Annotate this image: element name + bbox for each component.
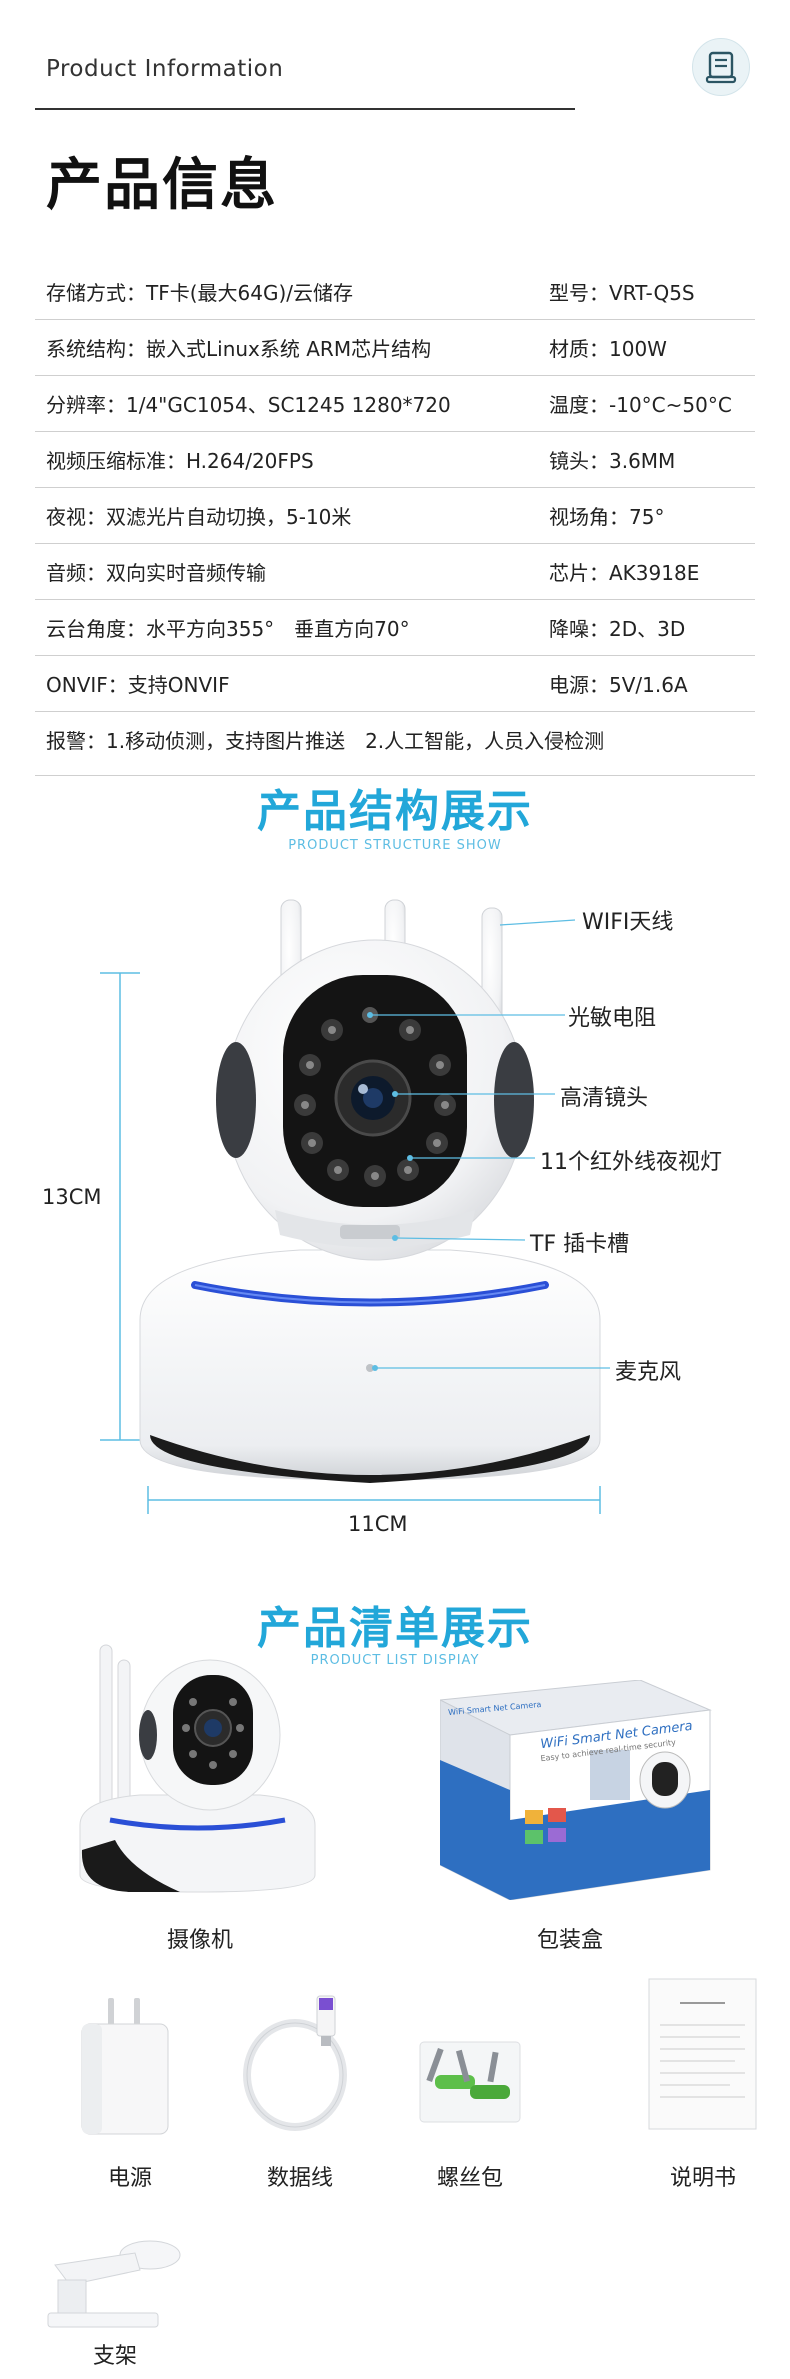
structure-section-title: 产品结构展示 xyxy=(257,786,533,837)
item-label-power: 电源 xyxy=(107,2166,152,2191)
spec-system: 系统结构：嵌入式Linux系统 ARM芯片结构 xyxy=(46,337,432,361)
spec-row: 分辨率：1/4"GC1054、SC1245 1280*720 温度：-10°C~… xyxy=(35,376,755,432)
spec-row: 云台角度：水平方向355° 垂直方向70° 降噪：2D、3D xyxy=(35,600,755,656)
spec-table-bottom-border xyxy=(35,775,755,776)
power-adapter-image xyxy=(70,1990,180,2140)
spec-row: 夜视：双滤光片自动切换，5-10米 视场角：75° xyxy=(35,488,755,544)
spec-table: 存储方式：TF卡(最大64G)/云储存 型号：VRT-Q5S 系统结构：嵌入式L… xyxy=(35,264,755,767)
mounting-bracket-image xyxy=(40,2225,190,2335)
spec-chip: 芯片：AK3918E xyxy=(549,561,700,585)
callout-antenna: WIFI天线 xyxy=(582,910,674,935)
spec-row: 音频：双向实时音频传输 芯片：AK3918E xyxy=(35,544,755,600)
height-dimension-line xyxy=(100,972,140,1441)
header-divider xyxy=(35,108,575,110)
item-label-manual: 说明书 xyxy=(669,2166,736,2191)
spec-row: 报警：1.移动侦测，支持图片推送 2.人工智能，人员入侵检测 xyxy=(35,712,755,767)
spec-row: 系统结构：嵌入式Linux系统 ARM芯片结构 材质：100W xyxy=(35,320,755,376)
spec-temperature: 温度：-10°C~50°C xyxy=(549,393,732,417)
screw-pack-image xyxy=(410,2030,530,2140)
list-section-subtitle: PRODUCT LIST DISPIAY xyxy=(310,1653,480,1668)
spec-fov: 视场角：75° xyxy=(549,505,665,529)
spec-onvif: ONVIF：支持ONVIF xyxy=(46,673,230,697)
spec-row: 存储方式：TF卡(最大64G)/云储存 型号：VRT-Q5S xyxy=(35,264,755,320)
ir-led-ring xyxy=(294,1019,456,1187)
item-label-camera: 摄像机 xyxy=(166,1928,233,1953)
manual-image xyxy=(645,1975,760,2135)
spec-alarm: 报警：1.移动侦测，支持图片推送 2.人工智能，人员入侵检测 xyxy=(46,729,605,753)
item-label-cable: 数据线 xyxy=(266,2166,333,2191)
item-label-bracket: 支架 xyxy=(92,2344,137,2369)
item-label-box: 包装盒 xyxy=(536,1928,603,1953)
list-section-title: 产品清单展示 xyxy=(257,1603,533,1654)
structure-section-subtitle: PRODUCT STRUCTURE SHOW xyxy=(288,838,502,853)
callout-photoresistor: 光敏电阻 xyxy=(568,1006,657,1031)
width-dimension-line xyxy=(147,1486,601,1514)
camera-structure-illustration xyxy=(100,899,610,1514)
page-title: 产品信息 xyxy=(46,153,278,218)
height-dimension-label: 13CM xyxy=(42,1185,102,1209)
spec-noise-reduction: 降噪：2D、3D xyxy=(549,617,686,641)
document-list-icon xyxy=(692,38,750,96)
spec-model: 型号：VRT-Q5S xyxy=(549,281,695,305)
callout-tf-slot: TF 插卡槽 xyxy=(530,1232,630,1257)
package-box-image: WiFi Smart Net Camera Easy to achieve re… xyxy=(438,1679,720,1901)
usb-cable-image xyxy=(235,1990,365,2140)
callout-microphone: 麦克风 xyxy=(615,1360,682,1385)
structure-diagram: WIFI天线 光敏电阻 高清镜头 11个红外线夜视灯 TF 插卡槽 麦克风 13… xyxy=(0,880,790,1560)
spec-lens: 镜头：3.6MM xyxy=(549,449,676,473)
spec-resolution: 分辨率：1/4"GC1054、SC1245 1280*720 xyxy=(46,393,451,417)
spec-storage: 存储方式：TF卡(最大64G)/云储存 xyxy=(46,281,354,305)
callout-lens: 高清镜头 xyxy=(560,1086,649,1111)
camera-image xyxy=(70,1640,330,1900)
spec-power: 电源：5V/1.6A xyxy=(549,673,688,697)
spec-row: ONVIF：支持ONVIF 电源：5V/1.6A xyxy=(35,656,755,712)
spec-ptz-angle: 云台角度：水平方向355° 垂直方向70° xyxy=(46,617,410,641)
spec-material: 材质：100W xyxy=(549,337,667,361)
spec-night-vision: 夜视：双滤光片自动切换，5-10米 xyxy=(46,505,352,529)
header-english-title: Product Information xyxy=(46,56,284,82)
width-dimension-label: 11CM xyxy=(348,1512,408,1536)
item-label-screws: 螺丝包 xyxy=(436,2166,503,2191)
spec-row: 视频压缩标准：H.264/20FPS 镜头：3.6MM xyxy=(35,432,755,488)
spec-audio: 音频：双向实时音频传输 xyxy=(46,561,266,585)
callout-ir-leds: 11个红外线夜视灯 xyxy=(540,1150,722,1175)
spec-video-compression: 视频压缩标准：H.264/20FPS xyxy=(46,449,314,473)
